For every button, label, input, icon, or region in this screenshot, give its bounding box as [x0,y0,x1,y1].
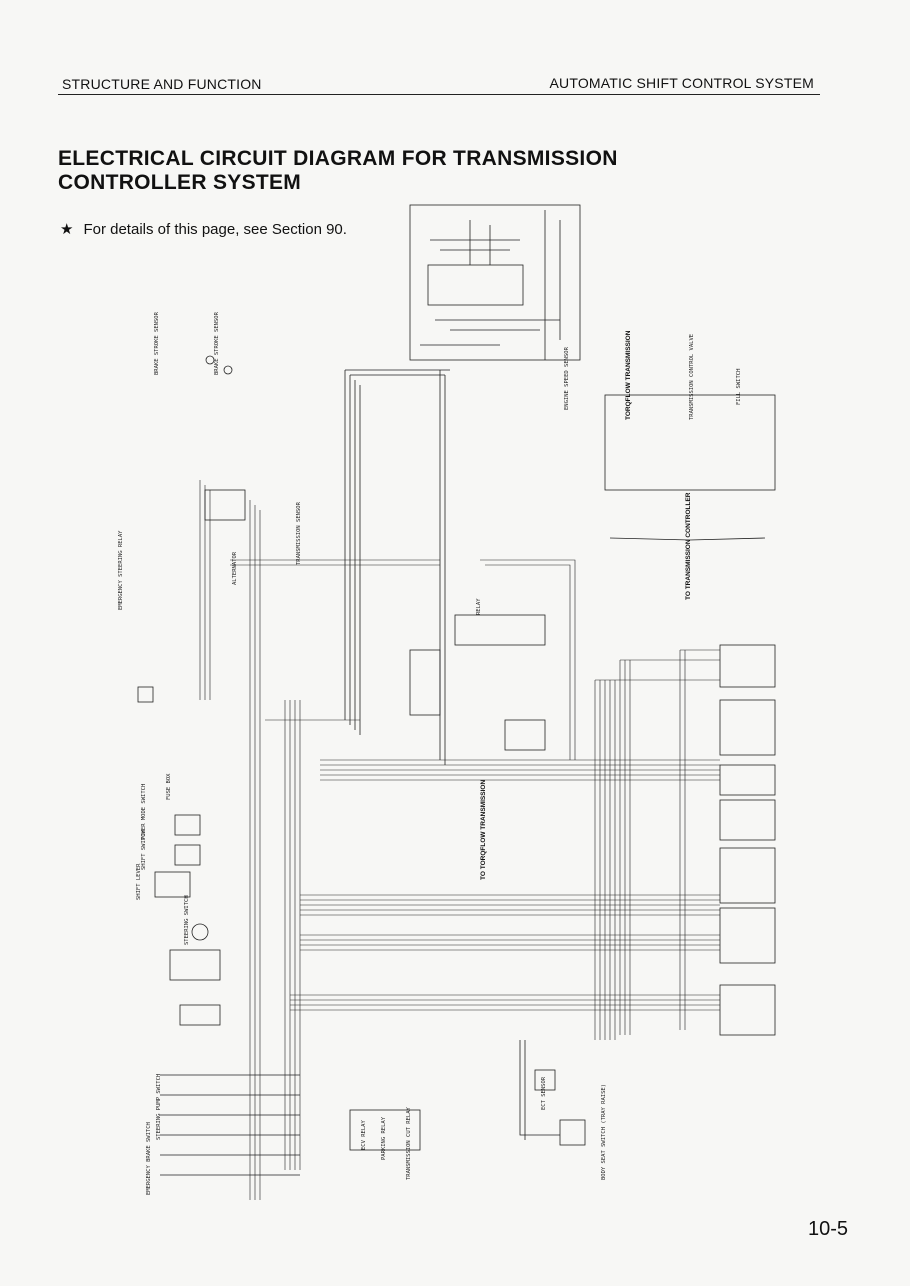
bottom-relay-group [349,1109,421,1151]
inset-connector-block [427,264,524,306]
label-fill-switch: FILL SWITCH [736,369,742,405]
label-relays: RELAY [476,598,482,615]
label-emergency-steering: EMERGENCY STEERING RELAY [118,530,124,610]
relay-lower-block [504,719,546,751]
header-section-title: STRUCTURE AND FUNCTION [62,76,262,92]
ect-sensor-block [559,1119,586,1146]
power-mode-switch-symbol [174,814,201,836]
shift-switch-symbol [174,844,201,866]
label-power-mode: POWER MODE SWITCH [141,784,147,840]
header-rule [58,94,820,95]
diagram-labels: BRAKE STROKE SENSOR BRAKE STROKE SENSOR … [118,311,742,1195]
ground-terminal [137,686,154,703]
label-trans-cut-relay: TRANSMISSION CUT RELAY [406,1106,412,1180]
inset-panel [409,204,581,361]
label-body-seat: BODY SEAT SWITCH (TRAY RAISE) [601,1084,607,1180]
label-engine-speed: ENGINE SPEED SENSOR [564,346,570,410]
label-emergency-brake: EMERGENCY BRAKE SWITCH [146,1122,152,1195]
label-ect-sensor: ECT SENSOR [541,1076,547,1110]
label-trans-valve: TRANSMISSION CONTROL VALVE [689,334,695,420]
header-chapter-title: AUTOMATIC SHIFT CONTROL SYSTEM [549,75,814,91]
connector-block-bottom-left [179,1004,221,1026]
label-trans-sensor: TRANSMISSION SENSOR [296,501,302,565]
label-torqflow: TORQFLOW TRANSMISSION [625,330,632,420]
label-to-torqflow: TO TORQFLOW TRANSMISSION [480,780,487,880]
label-to-controller: TO TRANSMISSION CONTROLLER [685,492,692,600]
label-ecv-relay: ECV RELAY [361,1120,367,1150]
connector-block-lower-left [169,949,221,981]
shift-lever-symbol [154,871,191,898]
label-steering-switch: STEERING SWITCH [184,895,190,945]
label-fuse-box: FUSE BOX [166,773,172,800]
label-brake-stroke-2: BRAKE STROKE SENSOR [214,311,220,375]
label-parking-relay: PARKING RELAY [381,1116,387,1160]
page-number: 10-5 [807,1218,848,1240]
ect-relay-symbol [534,1069,556,1091]
section-note: ★ For details of this page, see Section 9… [60,220,347,238]
label-shift-switch: SHIFT SWITCH [141,830,147,870]
label-brake-stroke-1: BRAKE STROKE SENSOR [154,311,160,375]
controller-connectors [719,644,776,1036]
brake-sensor-1-symbol [205,355,215,365]
wiring-layer [137,204,776,1200]
relay-connectors [409,649,441,716]
torqflow-connector-panel [604,394,776,491]
fuse-block [204,489,246,521]
note-text: For details of this page, see Section 90… [83,221,347,238]
label-alternator: ALTERNATOR [232,551,238,585]
brake-sensor-2-symbol [223,365,233,375]
label-steering-pump: STEERING PUMP SWITCH [156,1074,162,1140]
star-icon: ★ [60,221,74,238]
label-shift-lever: SHIFT LEVER [136,863,142,900]
page-title: ELECTRICAL CIRCUIT DIAGRAM FOR TRANSMISS… [58,147,618,194]
relay-bank [454,614,546,646]
steering-switch-symbol [191,923,209,941]
